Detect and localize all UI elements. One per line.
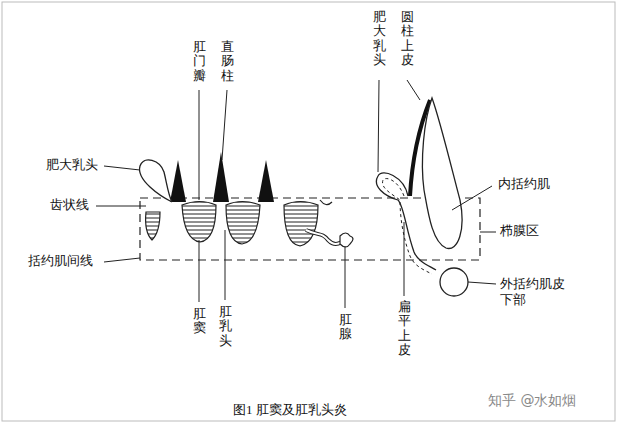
anatomy-label: 肥大乳头: [373, 10, 386, 67]
anal-gland-duct: [306, 230, 342, 244]
anatomy-label: 内括约肌: [498, 176, 550, 192]
figure-caption: 图1 肛窦及肛乳头炎: [233, 402, 347, 418]
anatomy-label: 外括约肌皮 下部: [500, 276, 570, 307]
anatomy-label: 肛乳头: [219, 305, 232, 348]
anatomy-label: 肛腺: [339, 313, 352, 342]
anatomy-label: 直肠柱: [221, 40, 234, 83]
hypertrophied-papilla: [140, 160, 172, 202]
anatomy-label: 齿状线: [50, 197, 89, 213]
watermark: 知乎 @水如烟: [488, 392, 576, 409]
anatomy-label: 括约肌间线: [28, 253, 93, 269]
anatomy-label: 肛门瓣: [193, 40, 206, 83]
anatomy-label: 扁平上皮: [398, 300, 411, 357]
anatomy-label: 圆柱上皮: [401, 10, 414, 67]
internal-sphincter: [422, 98, 462, 248]
external-sphincter: [440, 268, 468, 296]
leader-lines: [96, 80, 496, 308]
anal-crypts: [146, 202, 318, 247]
anatomy-label: 肥大乳头: [46, 157, 98, 173]
anatomy-label: 肛窦: [193, 307, 206, 336]
anatomy-label: 栉膜区: [500, 223, 539, 239]
squamous-epithelium: [376, 173, 436, 270]
